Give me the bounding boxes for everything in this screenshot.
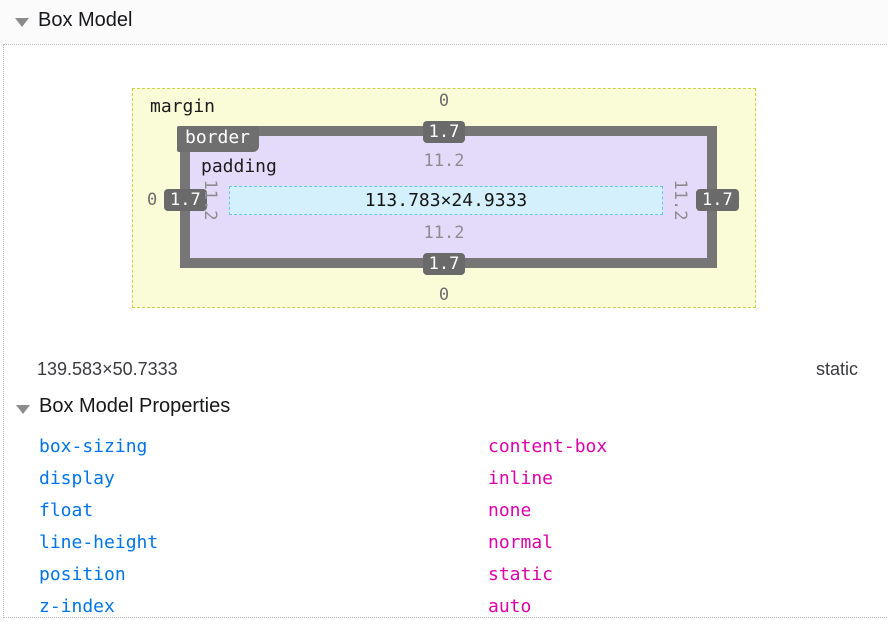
border-top-value[interactable]: 1.7	[422, 121, 466, 143]
content-size-value[interactable]: 113.783×24.9333	[364, 190, 528, 211]
property-name: z-index	[39, 596, 115, 617]
property-row: box-sizing content-box	[4, 435, 884, 463]
content-layer[interactable]: 113.783×24.9333	[229, 186, 663, 215]
collapse-arrow-icon[interactable]	[16, 405, 30, 414]
border-left-value[interactable]: 1.7	[164, 189, 207, 211]
properties-title: Box Model Properties	[39, 395, 231, 417]
padding-left-value[interactable]: 11.2	[200, 179, 220, 221]
property-row: line-height normal	[4, 531, 884, 559]
margin-label: margin	[150, 96, 216, 117]
collapse-arrow-icon[interactable]	[15, 18, 29, 27]
property-row: display inline	[4, 467, 884, 495]
margin-right-value[interactable]: 0	[730, 190, 741, 210]
property-row: position static	[4, 563, 884, 591]
border-label: border	[177, 126, 260, 152]
property-name: float	[39, 500, 94, 521]
property-name: box-sizing	[39, 436, 148, 457]
padding-bottom-value[interactable]: 11.2	[423, 223, 465, 243]
property-row: z-index auto	[4, 595, 884, 623]
property-value: static	[488, 564, 554, 585]
property-value: none	[488, 500, 532, 521]
box-model-section-header[interactable]: Box Model	[0, 0, 888, 44]
padding-top-value[interactable]: 11.2	[423, 151, 465, 171]
property-name: position	[39, 564, 126, 585]
border-right-value[interactable]: 1.7	[696, 189, 739, 211]
section-title: Box Model	[38, 9, 133, 31]
padding-right-value[interactable]: 11.2	[670, 179, 690, 221]
box-model-properties-header[interactable]: Box Model Properties	[4, 395, 504, 425]
property-value: content-box	[488, 436, 608, 457]
property-value: auto	[488, 596, 532, 617]
margin-bottom-value[interactable]: 0	[438, 285, 450, 305]
box-model-panel: 113.783×24.9333 margin border padding 0 …	[3, 44, 888, 618]
margin-top-value[interactable]: 0	[438, 91, 450, 111]
element-position-value: static	[815, 359, 858, 379]
property-value: inline	[488, 468, 554, 489]
property-row: float none	[4, 499, 884, 527]
padding-label: padding	[201, 156, 277, 177]
element-size-value: 139.583×50.7333	[37, 359, 178, 379]
border-bottom-value[interactable]: 1.7	[422, 253, 466, 275]
property-name: display	[39, 468, 115, 489]
margin-left-value[interactable]: 0	[147, 190, 158, 210]
property-name: line-height	[39, 532, 159, 553]
property-value: normal	[488, 532, 554, 553]
